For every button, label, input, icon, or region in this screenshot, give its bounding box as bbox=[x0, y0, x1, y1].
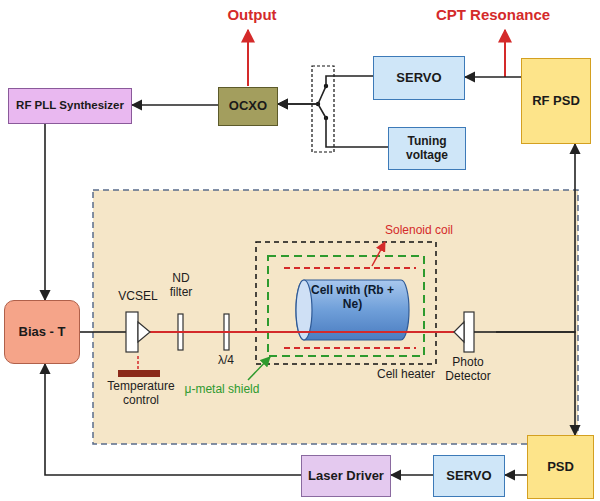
node-label: RF PLL Synthesizer bbox=[16, 99, 124, 112]
part-label: Cell heater bbox=[366, 368, 446, 382]
cpt-resonance-arrow bbox=[504, 30, 506, 77]
solenoid-leader bbox=[372, 242, 385, 266]
psd-box: RF PSD bbox=[521, 58, 591, 144]
node-label: Cell with (Rb + Ne) bbox=[311, 284, 395, 312]
switch-housing bbox=[312, 66, 334, 152]
node-label: Photo Detector bbox=[440, 356, 496, 384]
tuning-voltage-box: Tuning voltage bbox=[388, 127, 466, 170]
mu-metal-shield bbox=[268, 256, 424, 356]
output-label: Output bbox=[212, 6, 292, 23]
signal-connector bbox=[278, 76, 373, 104]
signal-connector bbox=[132, 104, 218, 106]
photo-detector-symbol bbox=[440, 300, 496, 354]
node-label: Laser Driver bbox=[308, 469, 384, 484]
signal-connector bbox=[505, 474, 527, 476]
node-label: VCSEL bbox=[112, 290, 164, 306]
servo-box: SERVO bbox=[373, 56, 465, 100]
vcsel-laser: VCSEL bbox=[112, 290, 164, 360]
outer-dashed-enclosure bbox=[256, 242, 436, 364]
bias-tee-box: Bias - T bbox=[4, 300, 80, 364]
signal-connector bbox=[80, 331, 112, 333]
physics-package-panel bbox=[93, 190, 578, 444]
signal-connector bbox=[44, 124, 46, 300]
node-label: Bias - T bbox=[19, 325, 66, 340]
solenoid-coil bbox=[284, 347, 416, 349]
part-label: ND filter bbox=[160, 272, 202, 300]
photo-detector: Photo Detector bbox=[440, 300, 496, 386]
solenoid-coil bbox=[284, 267, 416, 269]
part-label: Solenoid coil bbox=[374, 224, 464, 238]
temperature-control-block bbox=[118, 370, 160, 377]
part-label: Temperature control bbox=[104, 380, 178, 408]
part-label: λ/4 bbox=[208, 354, 244, 368]
signal-connector bbox=[45, 364, 301, 475]
node-label: PSD bbox=[547, 460, 574, 475]
signal-connector bbox=[391, 474, 433, 476]
signal-connector bbox=[465, 76, 521, 78]
laser-driver-box: Laser Driver bbox=[301, 455, 391, 497]
laser-beam bbox=[150, 331, 454, 333]
vcsel-laser-symbol bbox=[112, 308, 164, 360]
vapor-cell: Cell with (Rb + Ne) bbox=[295, 278, 410, 342]
node-label: Tuning voltage bbox=[394, 135, 460, 163]
node-label: OCXO bbox=[229, 99, 267, 114]
shield-leader bbox=[248, 357, 270, 380]
output-arrow bbox=[247, 30, 249, 86]
node-label: SERVO bbox=[446, 469, 491, 484]
node-label: SERVO bbox=[396, 71, 441, 86]
node-label: RF PSD bbox=[532, 94, 580, 109]
signal-connector bbox=[496, 332, 575, 435]
servo-box: SERVO bbox=[433, 455, 505, 497]
part-label: μ-metal shield bbox=[176, 383, 268, 397]
oscillator-box: OCXO bbox=[218, 87, 278, 126]
synthesizer-box: RF PLL Synthesizer bbox=[8, 88, 132, 124]
signal-connector bbox=[278, 104, 388, 147]
signal-label: CPT Resonance bbox=[418, 6, 568, 23]
temperature-link bbox=[137, 354, 139, 369]
psd-box: PSD bbox=[527, 435, 594, 499]
signal-connector bbox=[496, 144, 575, 332]
